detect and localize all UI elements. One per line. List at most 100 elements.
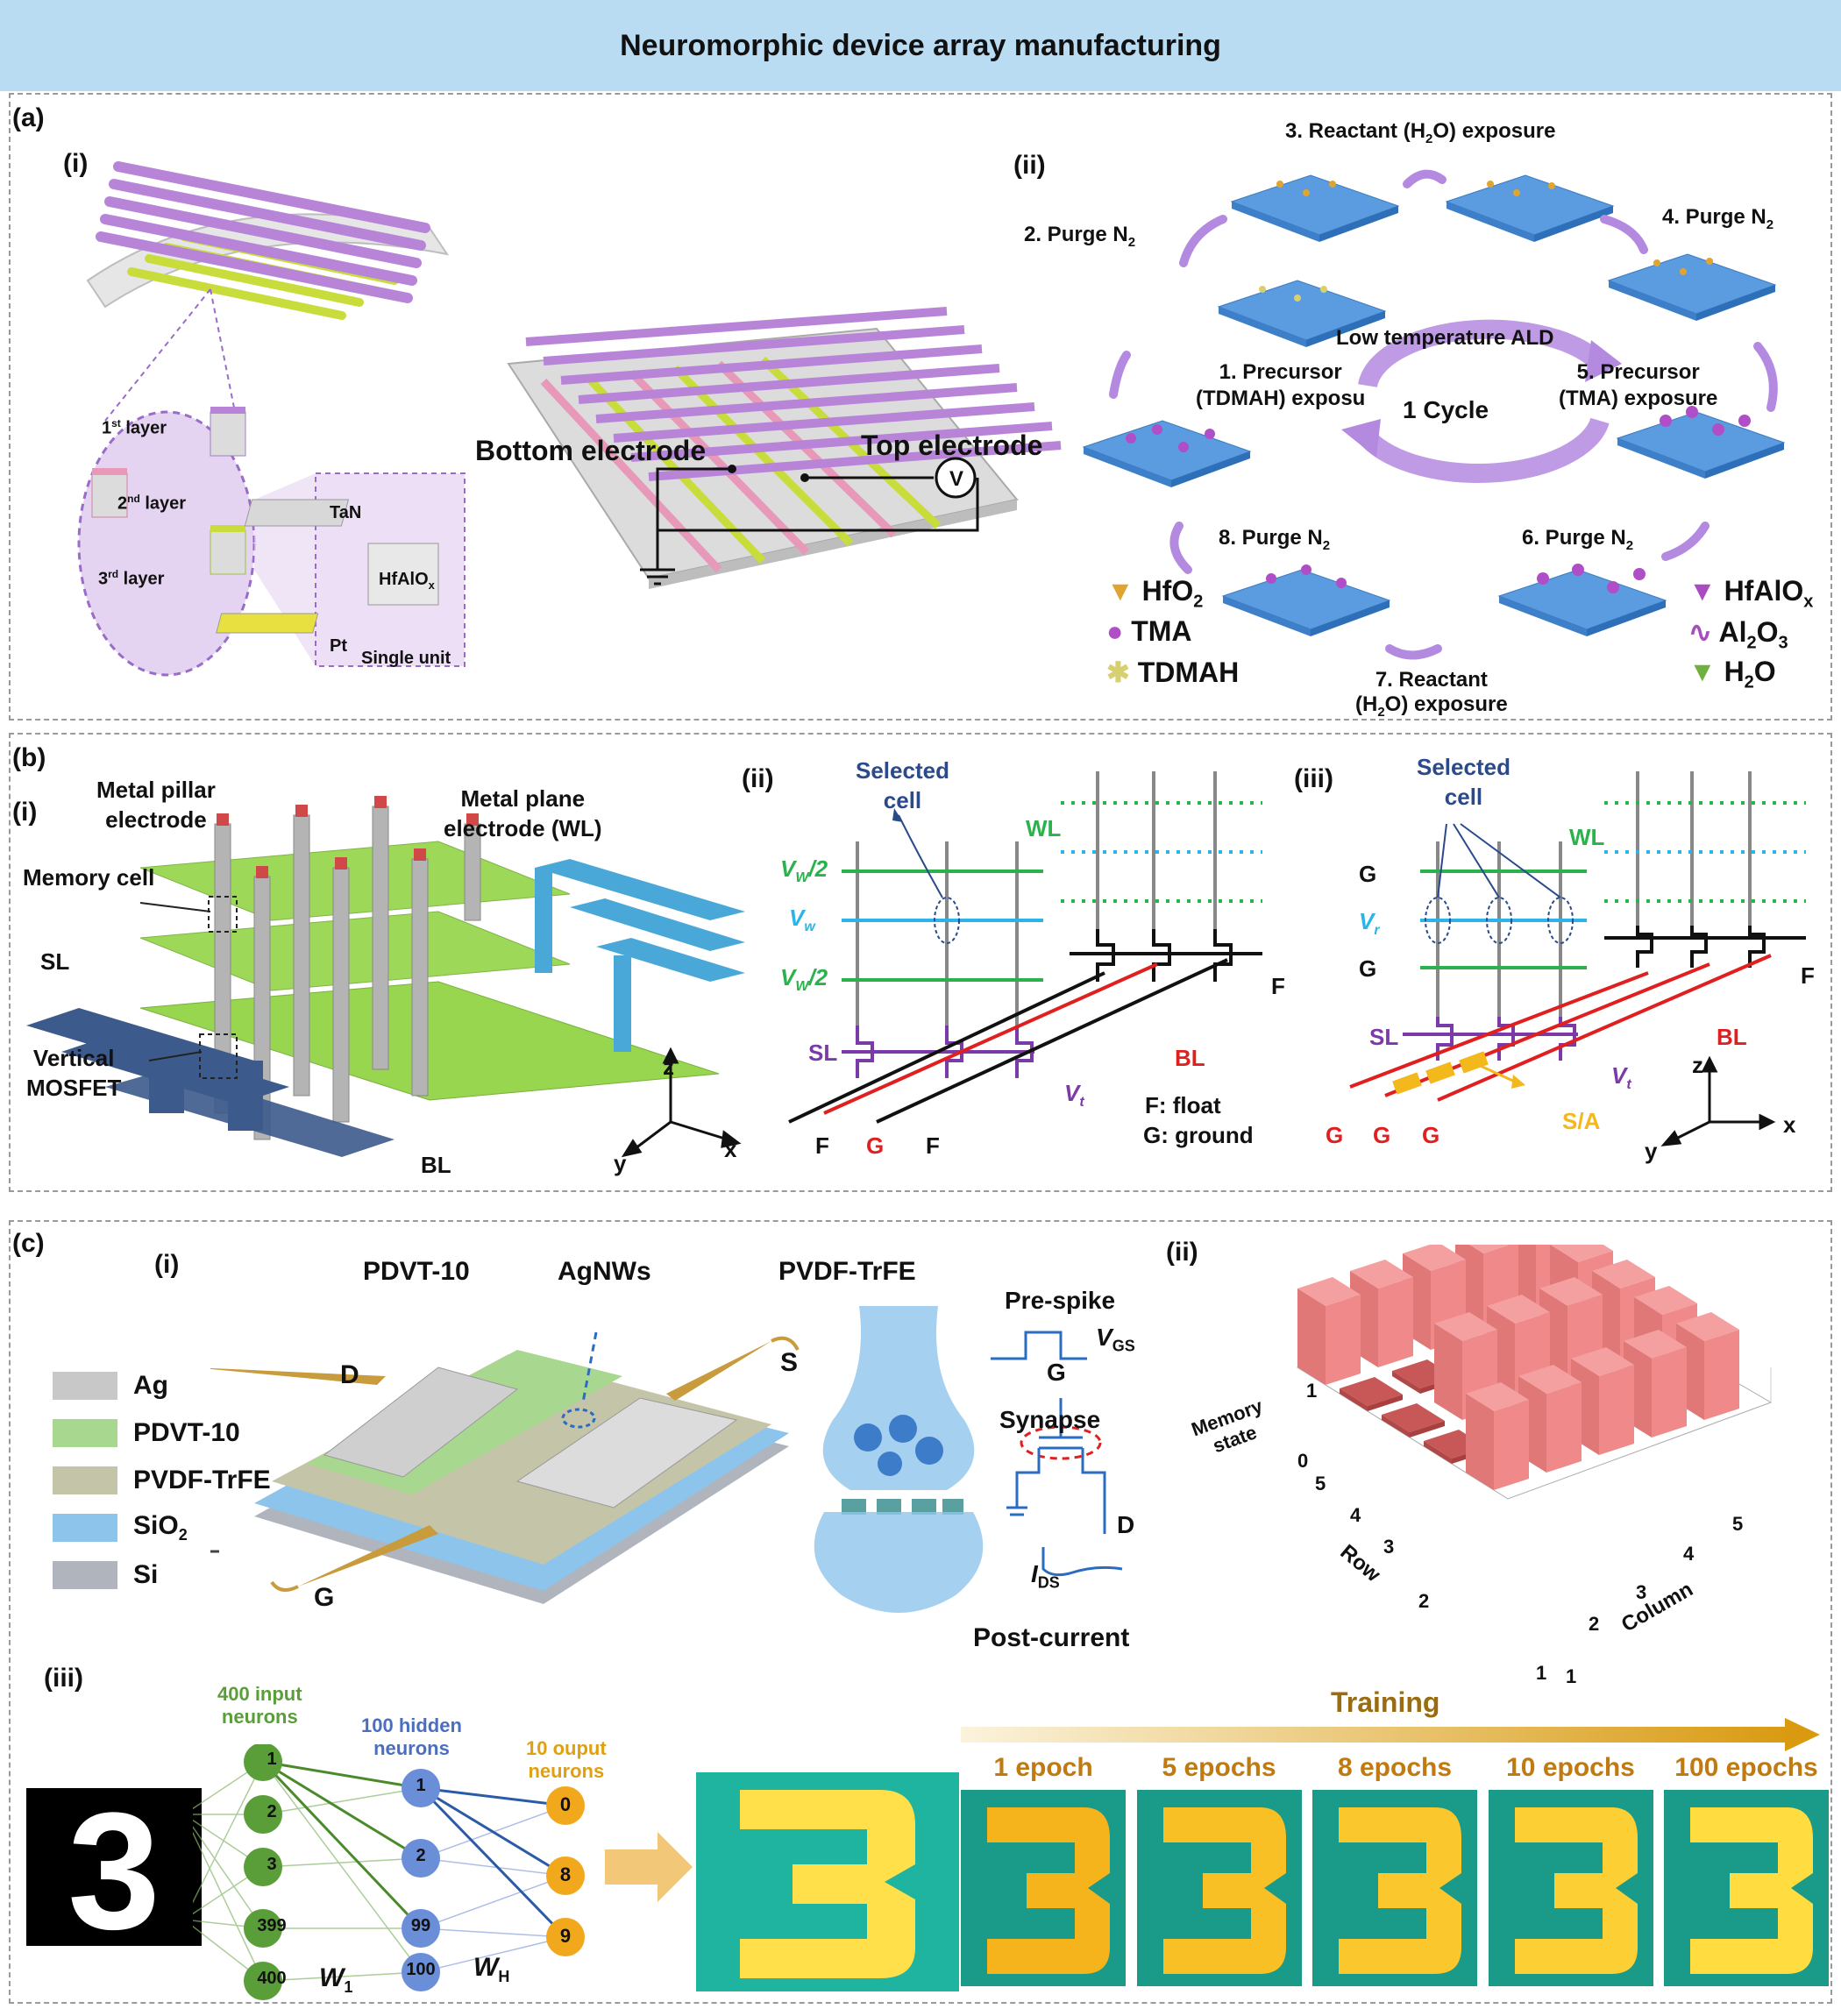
axis-z-label: z [663,1054,674,1080]
memory-state-chart [1296,1245,1773,1500]
memory-bar-top [1403,1245,1466,1271]
axis-y-label: y [614,1150,627,1176]
input-node-1: 1 [267,1750,277,1769]
input-neurons-title: 400 input neurons [217,1683,302,1728]
ald-cycle-diagram [1083,169,1785,660]
memory-bar-front [1546,1382,1582,1473]
ald-step-2: 2. Purge N2 [1024,223,1136,250]
gate-label: G [1047,1359,1066,1386]
selected-cell-iii-label: Selected cell [1417,754,1510,810]
memory-cell-label: Memory cell [23,864,155,891]
ald-step-5: 5. Precursor(TMA) exposure [1559,360,1718,410]
ald-legend-right: ▼ HfAlOx ∿ Al2O3 ▼ H2O [1688,575,1813,696]
sl-ii-label: SL [808,1040,838,1066]
layer3-label: 3rd layer [98,568,165,589]
selected-cell-label: Selected cell [856,757,949,813]
row-tick-3: 3 [1383,1536,1395,1558]
post-current-label: Post-current [973,1623,1130,1652]
training-label: Training [1331,1686,1440,1718]
legend-hfalox: ▼ HfAlOx [1688,575,1814,612]
epoch-frame-1: 1 epoch [961,1753,1126,1991]
read-scheme-diagram [1349,771,1806,1146]
memory-bar-top [1469,1245,1510,1253]
synapse-illustration [814,1306,984,1613]
bl-ii-label: BL [1175,1045,1205,1071]
d-electrode-label: D [340,1360,359,1389]
panel-c-i-label: (i) [154,1250,180,1279]
recognized-digit-image [696,1772,959,1991]
bl-label: BL [421,1152,451,1178]
axis-z-iii-label: z [1692,1052,1703,1078]
memory-bar-top [1518,1365,1582,1394]
legend-tma: ● TMA [1106,615,1192,647]
col-tick-4: 4 [1683,1543,1695,1565]
legend-al2o3: ∿ Al2O3 [1688,616,1788,653]
bottom-f1-label: F [815,1132,829,1159]
arrow-to-output [605,1832,693,1902]
panel-c [9,1220,1832,2004]
metal-plane-label: Metal plane electrode (WL) [444,785,602,841]
metal-pillar-label: Metal pillar electrode [96,777,216,833]
axis-x-iii-label: x [1783,1111,1796,1138]
memory-bar-top [1297,1277,1361,1306]
row-tick-2: 2 [1418,1590,1430,1612]
vt-ii-label: Vt [1064,1080,1084,1111]
row-tick-4: 4 [1350,1504,1361,1526]
bars-group [1297,1245,1739,1490]
ald-step-6: 6. Purge N2 [1522,526,1634,553]
hidden-node-100: 100 [406,1960,436,1979]
bottom-electrode-label: Bottom electrode [475,435,707,466]
legend-pvdf: PVDF-TrFE [53,1457,271,1504]
col-tick-5: 5 [1732,1513,1744,1535]
ald-cycle-label: 1 Cycle [1403,396,1489,423]
memory-bar-top [1634,1286,1697,1315]
vertical-mosfet-label: Vertical MOSFET [26,1045,122,1101]
f-right-label: F [1271,973,1285,999]
panel-a-i-label: (i) [63,149,89,178]
pdvt-label: PDVT-10 [363,1257,470,1286]
memory-bar-front [1326,1295,1361,1385]
vr-label: Vr [1359,908,1380,939]
hidden-node-2: 2 [416,1846,426,1865]
voltmeter-label: V [949,467,964,491]
voltmeter-icon [935,457,977,499]
input-node-3: 3 [267,1855,277,1874]
axis-y-iii-label: y [1645,1138,1658,1164]
vt-iii-label: Vt [1611,1062,1631,1093]
panel-b-label: (b) [12,743,46,772]
g-bottom-label: G [1359,955,1377,982]
bottom-g1-label: G [1326,1122,1344,1148]
epoch-image-5 [1136,1790,1302,1986]
wl-iii-label: WL [1569,824,1605,850]
axis-x-label: x [724,1136,737,1162]
panel-a-i-diagram [77,161,1062,677]
epoch-image-10 [1488,1790,1653,1986]
hidden-node-1: 1 [416,1776,426,1795]
figure-title: Neuromorphic device array manufacturing [0,0,1841,91]
ald-center-title: Low temperature ALD [1336,326,1554,350]
col-tick-3: 3 [1636,1581,1647,1603]
transistor-diagram [210,1331,800,1604]
ald-step-8: 8. Purge N2 [1219,526,1331,553]
panel-a-label: (a) [12,103,45,132]
memory-bar-top [1350,1260,1413,1288]
mnist-input-image: 3 [26,1788,202,1946]
panel-b [9,733,1832,1192]
ald-step-7: 7. Reactant(H2O) exposure [1355,668,1508,720]
memory-bar-front [1704,1330,1739,1420]
memory-bar-top [1382,1403,1445,1432]
ald-step-3: 3. Reactant (H2O) exposure [1285,119,1556,146]
legend-ground: G: ground [1143,1122,1254,1148]
unit-tan-label: TaN [330,503,362,522]
z-tick-0: 0 [1297,1450,1309,1472]
panel-b-ii-label: (ii) [742,764,774,793]
col-tick-2: 2 [1589,1613,1600,1635]
pvdf-label: PVDF-TrFE [778,1257,916,1286]
sl-iii-label: SL [1369,1024,1399,1050]
w1-label: W1 [319,1963,353,1996]
vgs-label: VGS [1096,1324,1135,1355]
output-neurons-title: 10 ouput neurons [526,1737,607,1782]
vw-half-top-label: VW/2 [780,855,828,886]
bottom-g3-label: G [1422,1122,1440,1148]
bottom-f2-label: F [926,1132,940,1159]
